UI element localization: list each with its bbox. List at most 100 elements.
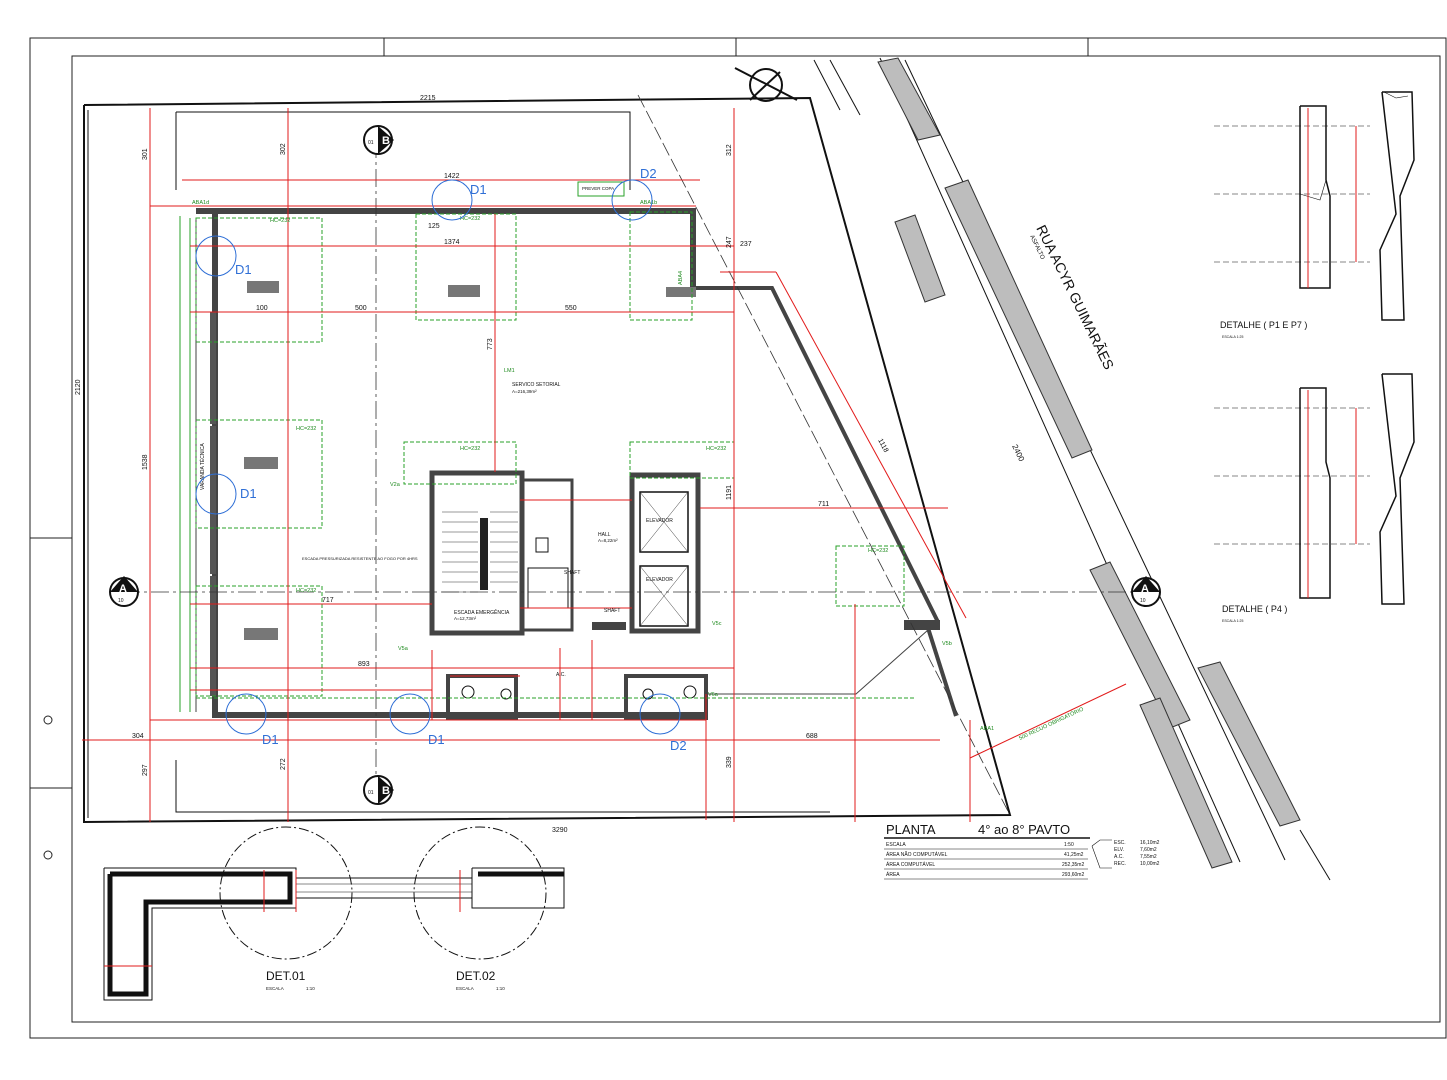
dim-label: 550 — [565, 305, 577, 312]
svg-text:ÁREA NÃO COMPUTÁVEL: ÁREA NÃO COMPUTÁVEL — [886, 851, 948, 858]
dim-label: 711 — [818, 501, 829, 508]
sheet-inner-border — [71, 55, 1441, 1023]
svg-text:16,10m2: 16,10m2 — [1140, 840, 1160, 846]
title-block-rows: ESCALA 1:50 ÁREA NÃO COMPUTÁVEL 41,25m2 … — [884, 842, 1088, 880]
label-hc: HC=232 — [270, 218, 290, 224]
room-escada: ESCADA EMERGÊNCIA — [454, 608, 510, 616]
detail-marker-d1: D1 — [235, 262, 252, 277]
label-hc: HC=232 — [460, 216, 480, 222]
plan-title: PLANTA — [886, 822, 936, 837]
east-facade-glazing — [696, 286, 940, 623]
svg-text:01: 01 — [368, 140, 374, 146]
room-servico: SERVICO SETORIAL — [512, 382, 561, 388]
detail-marker-d1: D1 — [428, 732, 445, 747]
dim-label: 1118 — [876, 438, 889, 454]
section-marker-a-right: A 10 — [1131, 576, 1161, 607]
label-lm1: LM1 — [504, 368, 515, 374]
label-hc: HC=232 — [296, 588, 316, 594]
dim-top: 2215 — [420, 95, 436, 102]
label-aba1: ABA1 — [980, 726, 994, 732]
area-breakdown: ESC. 16,10m2 ELV. 7,60m2 A.C. 7,55m2 REC… — [1114, 840, 1160, 867]
detail-marker-d1: D1 — [240, 486, 257, 501]
room-prever-copa: PREVER COPA — [582, 186, 614, 191]
det01-title: DET.01 — [266, 969, 306, 983]
svg-text:01: 01 — [368, 790, 374, 796]
binder-hole — [43, 850, 53, 860]
dim-label: 100 — [256, 305, 268, 312]
dim-label: 1191 — [726, 485, 733, 500]
detail-p1-p7-title: DETALHE ( P1 E P7 ) — [1220, 320, 1307, 330]
room-shaft-1: SHAFT — [564, 570, 580, 576]
svg-text:ÁREA: ÁREA — [886, 871, 900, 878]
dim-bottom: 3290 — [552, 827, 568, 834]
room-varanda: VARANDA TÉCNICA — [199, 443, 206, 490]
label-v6a: V6a — [708, 692, 719, 698]
svg-text:A.C.: A.C. — [1114, 854, 1124, 860]
svg-text:ÁREA COMPUTÁVEL: ÁREA COMPUTÁVEL — [886, 861, 935, 868]
svg-text:10: 10 — [118, 598, 124, 604]
dim-label: 312 — [726, 144, 733, 156]
label-hc: HC=232 — [460, 446, 480, 452]
svg-text:B: B — [382, 785, 390, 797]
room-escada-note: ESCADA PRESSURIZADA RESISTENTE AO FOGO P… — [302, 556, 418, 561]
north-arrow — [749, 68, 783, 102]
section-marker-a-left: A 10 — [109, 576, 139, 607]
north-wall — [212, 208, 696, 214]
dim-label: 1374 — [444, 239, 460, 246]
label-hc: HC=232 — [296, 426, 316, 432]
section-marker-b-top: B 01 — [363, 125, 394, 155]
dim-label: 297 — [142, 764, 149, 776]
room-ac: A.C. — [556, 672, 566, 678]
elevation-detail-p4 — [1214, 373, 1415, 605]
detail-marker-d1: D1 — [470, 182, 487, 197]
street-width: 2400 — [1010, 443, 1026, 463]
svg-text:7,55m2: 7,55m2 — [1140, 854, 1157, 860]
svg-text:REC.: REC. — [1114, 861, 1126, 867]
detail-marker-d1: D1 — [262, 732, 279, 747]
svg-text:252,35m2: 252,35m2 — [1062, 862, 1084, 868]
south-wall — [212, 712, 706, 718]
label-aba4: ABA4 — [678, 271, 684, 285]
dim-label: 247 — [726, 236, 733, 248]
svg-text:B: B — [382, 135, 390, 147]
det02-scale-label: ESCALA — [456, 986, 474, 991]
svg-text:A: A — [1141, 583, 1149, 595]
elevator-core — [629, 472, 701, 634]
det01-scale-value: 1:10 — [306, 986, 315, 991]
dim-label: 237 — [740, 241, 752, 248]
detail-callouts — [195, 179, 681, 735]
inner-boundary — [176, 111, 631, 190]
detail-drawing-01 — [103, 826, 565, 1001]
dim-inner-top: 1422 — [444, 173, 460, 180]
detail-marker-d2: D2 — [640, 166, 657, 181]
street-edge — [879, 57, 1241, 863]
svg-text:ESC.: ESC. — [1114, 840, 1126, 846]
stair-core — [429, 470, 525, 636]
dim-label: 773 — [487, 338, 494, 350]
svg-text:ESCALA: ESCALA — [886, 842, 906, 848]
wc-block — [446, 674, 518, 720]
dim-label: 304 — [132, 733, 144, 740]
svg-text:293,60m2: 293,60m2 — [1062, 872, 1084, 878]
label-v5c: V5c — [712, 621, 722, 627]
dim-label: 302 — [280, 143, 287, 155]
det02-title: DET.02 — [456, 969, 496, 983]
svg-text:ELV.: ELV. — [1114, 847, 1124, 853]
det01-scale-label: ESCALA — [266, 986, 284, 991]
dim-label: 717 — [322, 597, 334, 604]
room-hall: HALL — [598, 532, 611, 538]
binder-hole — [43, 715, 53, 725]
plan-subtitle: 4° ao 8° PAVTO — [978, 822, 1070, 837]
label-v2a: V2a — [390, 482, 401, 488]
room-shaft-2: SHAFT — [604, 608, 620, 614]
section-marker-b-bottom: B 01 — [363, 775, 394, 805]
room-servico-area: A=216,39m² — [512, 389, 537, 394]
dim-label: 500 — [355, 305, 367, 312]
detail-p1-p7-scale: ESCALA 1:25 — [1222, 335, 1243, 339]
label-hc: HC=232 — [868, 548, 888, 554]
label-aba1b: ABA1b — [640, 200, 657, 206]
dim-label: 125 — [428, 223, 440, 230]
svg-text:A: A — [119, 583, 127, 595]
dim-label: 272 — [280, 758, 287, 770]
